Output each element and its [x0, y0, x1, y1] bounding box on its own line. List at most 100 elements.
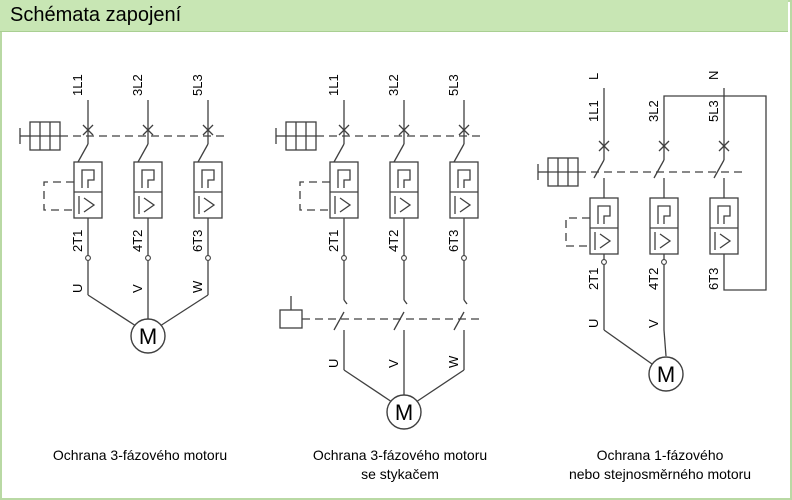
motor-icon [386, 394, 422, 430]
contactor-blade [393, 311, 405, 331]
overload-relay-icon [201, 169, 215, 188]
wire [723, 95, 767, 291]
contact-hook [463, 299, 468, 305]
wire [663, 329, 667, 357]
overload-relay-icon [83, 197, 96, 213]
auxiliary-link [565, 217, 590, 247]
terminal-dot [205, 255, 211, 261]
phase-label: W [446, 355, 461, 368]
overload-relay-icon [657, 205, 671, 224]
terminal-dot [401, 255, 407, 261]
terminal-label-bottom: 2T1 [586, 268, 601, 290]
overload-relay-icon [399, 197, 412, 213]
switch-blade [713, 159, 725, 179]
motor-icon [130, 318, 166, 354]
terminal-label-bottom: 6T3 [706, 268, 721, 290]
switch-blade [653, 159, 665, 179]
overload-relay-icon [717, 205, 731, 224]
overload-relay-icon [719, 233, 732, 249]
phase-label: U [586, 319, 601, 328]
terminal-label-bottom: 4T2 [386, 230, 401, 252]
panel-header: Schémata zapojení [0, 0, 788, 32]
terminal-dot [601, 259, 607, 265]
contactor-coil-icon [279, 309, 303, 329]
overload-relay-icon [141, 169, 155, 188]
terminal-dot [341, 255, 347, 261]
wire [415, 369, 465, 403]
caption-line: se stykačem [361, 466, 439, 482]
overload-relay-icon [659, 233, 672, 249]
phase-label: W [190, 280, 205, 293]
terminal-label-top: 3L2 [386, 74, 401, 96]
caption-diagram-1: Ochrana 3-fázového motoru [10, 446, 270, 465]
motor-icon [648, 356, 684, 392]
overload-relay-icon [599, 233, 612, 249]
wire [159, 294, 209, 327]
overload-relay-icon [397, 169, 411, 188]
overload-relay-icon [457, 169, 471, 188]
motor-label: M [395, 400, 413, 425]
caption-diagram-2: Ochrana 3-fázového motoru se stykačem [270, 446, 530, 484]
terminal-label-top: 3L2 [646, 100, 661, 122]
terminal-label-bottom: 4T2 [130, 230, 145, 252]
switch-blade [333, 143, 345, 163]
wire [663, 95, 724, 125]
caption-diagram-3: Ochrana 1-fázového nebo stejnosměrného m… [530, 446, 790, 484]
wire [343, 369, 393, 403]
phase-label: U [70, 284, 85, 293]
terminal-label-bottom: 2T1 [70, 230, 85, 252]
overload-relay-icon [339, 197, 352, 213]
phase-label: V [386, 359, 401, 368]
supply-label-L: L [586, 73, 601, 80]
switch-blade [77, 143, 89, 163]
auxiliary-link [299, 181, 330, 211]
motor-label: M [657, 362, 675, 387]
switch-blade [453, 143, 465, 163]
overload-relay-icon [81, 169, 95, 188]
terminal-label-top: 1L1 [70, 74, 85, 96]
terminal-dot [461, 255, 467, 261]
overload-relay-icon [337, 169, 351, 188]
overload-relay-icon [203, 197, 216, 213]
contact-hook [343, 299, 348, 305]
motor-label: M [139, 324, 157, 349]
contact-hook [403, 299, 408, 305]
terminal-label-bottom: 6T3 [190, 230, 205, 252]
terminal-label-top: 5L3 [446, 74, 461, 96]
caption-line: Ochrana 3-fázového motoru [312, 447, 488, 463]
overload-relay-icon [143, 197, 156, 213]
auxiliary-link [43, 181, 74, 211]
terminal-label-top: 5L3 [706, 100, 721, 122]
wire [87, 294, 137, 327]
terminal-label-top: 3L2 [130, 74, 145, 96]
terminal-label-bottom: 4T2 [646, 268, 661, 290]
switch-blade [593, 159, 605, 179]
switch-blade [393, 143, 405, 163]
terminal-dot [85, 255, 91, 261]
overload-relay-icon [459, 197, 472, 213]
terminal-label-bottom: 6T3 [446, 230, 461, 252]
wire [603, 329, 653, 365]
page-title: Schémata zapojení [10, 4, 182, 26]
terminal-label-top: 5L3 [190, 74, 205, 96]
caption-line: Ochrana 3-fázového motoru [52, 447, 228, 463]
phase-label: V [130, 284, 145, 293]
terminal-label-top: 1L1 [326, 74, 341, 96]
contactor-blade [453, 311, 465, 331]
caption-line: nebo stejnosměrného motoru [568, 466, 752, 482]
contactor-blade [333, 311, 345, 331]
supply-label-N: N [706, 71, 721, 80]
phase-label: V [646, 319, 661, 328]
overload-relay-icon [597, 205, 611, 224]
switch-blade [197, 143, 209, 163]
terminal-dot [145, 255, 151, 261]
terminal-label-bottom: 2T1 [326, 230, 341, 252]
phase-label: U [326, 359, 341, 368]
terminal-label-top: 1L1 [586, 100, 601, 122]
caption-line: Ochrana 1-fázového [596, 447, 724, 463]
terminal-dot [661, 259, 667, 265]
